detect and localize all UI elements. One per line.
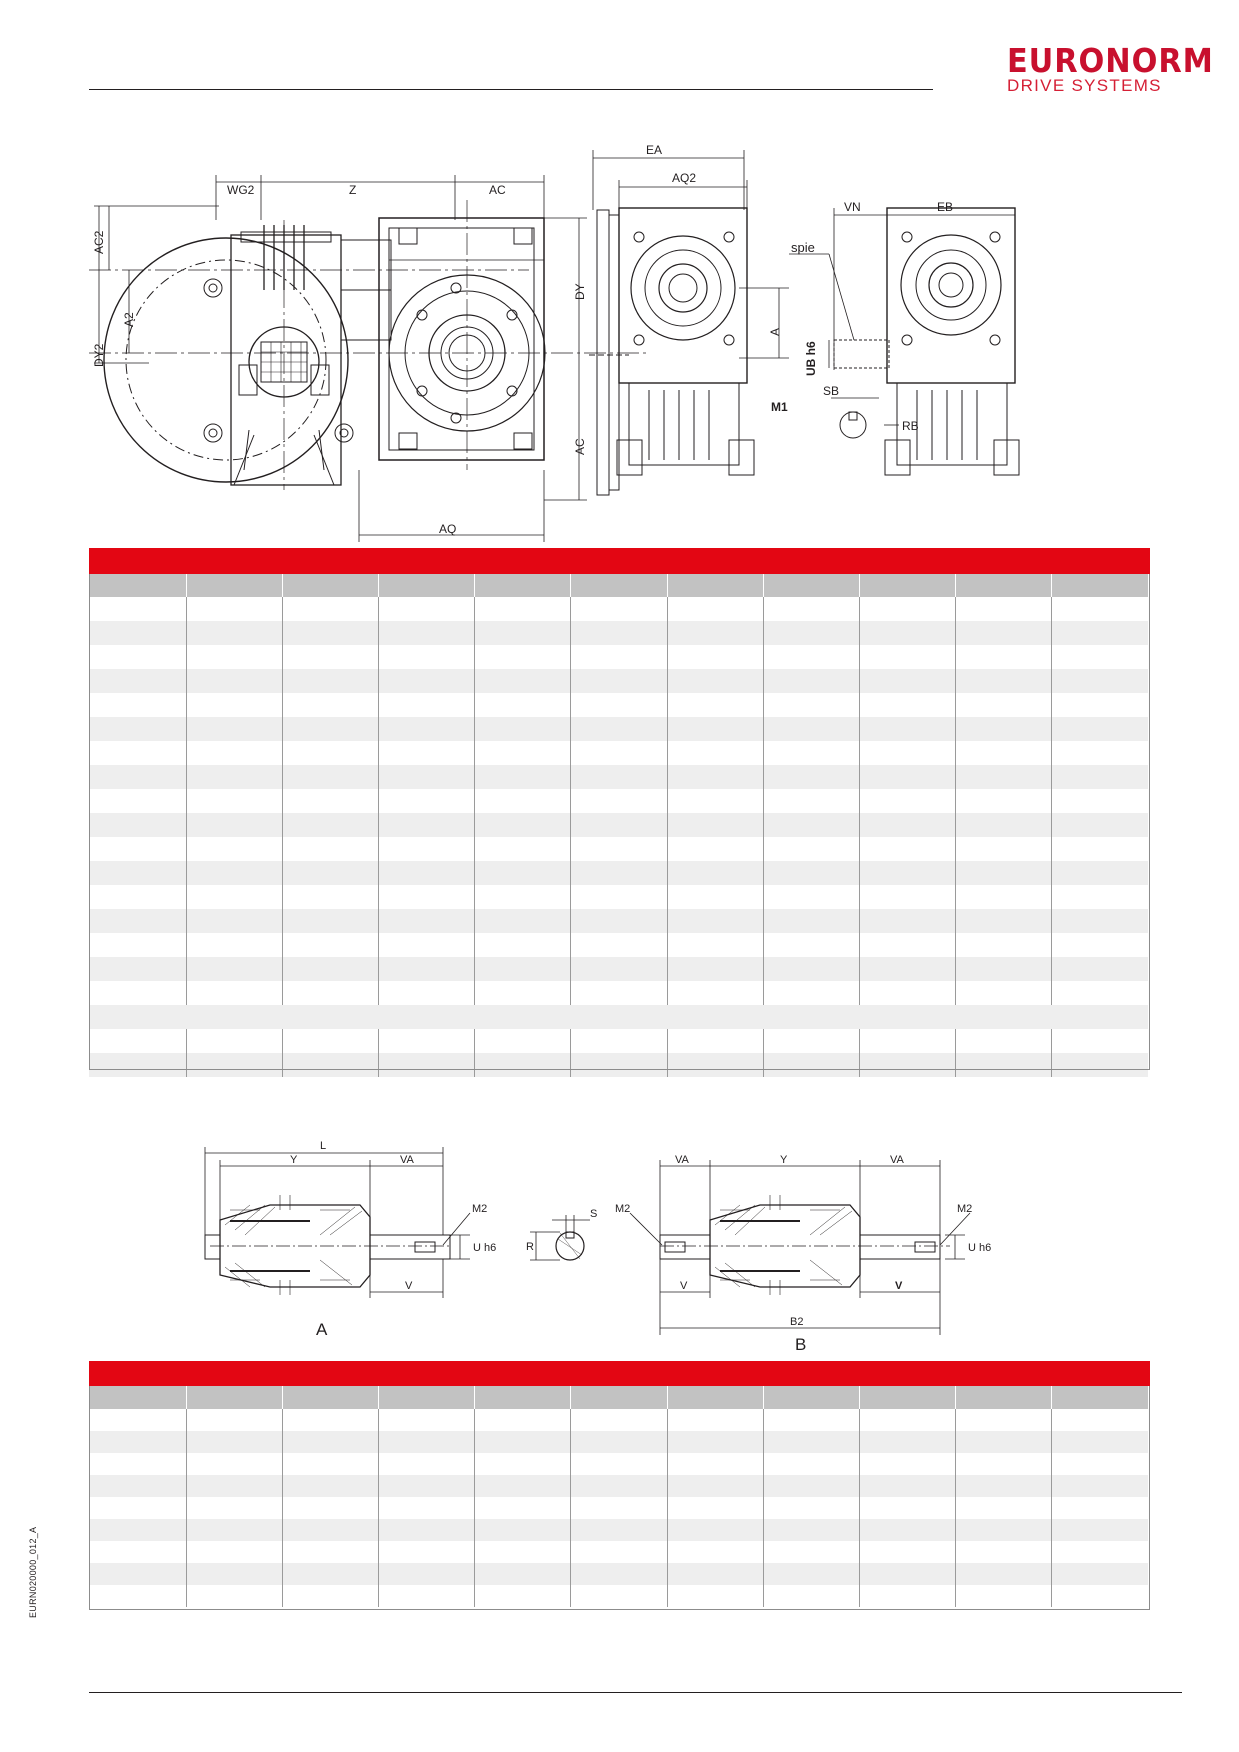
table1-title-bar	[89, 548, 1150, 574]
table-row	[89, 933, 1148, 957]
table-row	[89, 1585, 1148, 1607]
svg-text:spie: spie	[791, 240, 815, 255]
svg-text:V: V	[405, 1280, 413, 1292]
svg-text:R: R	[526, 1241, 534, 1253]
svg-text:VN: VN	[844, 200, 861, 214]
table1-header-row	[89, 574, 1148, 597]
svg-text:B2: B2	[790, 1316, 803, 1328]
table-row	[89, 861, 1148, 885]
gearbox-front-view	[378, 217, 546, 461]
table1-border	[89, 574, 1150, 1070]
table-row	[89, 1053, 1148, 1077]
table2-header-row	[89, 1386, 1148, 1409]
svg-text:Y: Y	[780, 1154, 788, 1166]
svg-text:A: A	[316, 1320, 328, 1339]
table-row	[89, 1563, 1148, 1585]
svg-text:M2: M2	[472, 1203, 487, 1215]
svg-text:M2: M2	[615, 1203, 630, 1215]
table-row	[89, 765, 1148, 789]
table-row	[89, 1519, 1148, 1541]
svg-text:U h6: U h6	[968, 1242, 991, 1254]
table-row	[89, 789, 1148, 813]
table2	[89, 1386, 1148, 1607]
table-row	[89, 621, 1148, 645]
svg-text:AC: AC	[573, 438, 587, 455]
table-row	[89, 1409, 1148, 1431]
table-row	[89, 1541, 1148, 1563]
svg-text:Y: Y	[290, 1154, 298, 1166]
svg-text:EB: EB	[937, 200, 953, 214]
table-row	[89, 981, 1148, 1005]
brand-logo: EURONORM DRIVE SYSTEMS	[1007, 41, 1214, 95]
gearbox-shaft-view	[833, 207, 1020, 476]
svg-text:A: A	[768, 328, 782, 336]
svg-text:VA: VA	[400, 1154, 415, 1166]
table-row-merged	[89, 1005, 1148, 1029]
svg-text:V: V	[680, 1280, 688, 1292]
table-row	[89, 909, 1148, 933]
shaft-dimension-drawing: L Y VA M2 U h6 V A S R V	[204, 1140, 991, 1350]
table-row	[89, 813, 1148, 837]
gearbox-dimension-drawing: WG2 Z AC AC2 A2 DY2 DY AC AQ EA AQ2 A M1	[89, 143, 1020, 542]
svg-text:DY: DY	[573, 283, 587, 300]
svg-text:WG2: WG2	[227, 183, 255, 197]
top-rule	[89, 89, 933, 90]
shaft-key-view	[555, 1231, 585, 1261]
table2-title-bar	[89, 1361, 1150, 1386]
svg-text:SB: SB	[823, 384, 839, 398]
svg-text:UB h6: UB h6	[804, 341, 818, 376]
svg-text:RB: RB	[902, 419, 919, 433]
table-row	[89, 1431, 1148, 1453]
flange-view	[103, 225, 392, 486]
svg-text:V: V	[895, 1280, 903, 1292]
table-row	[89, 1475, 1148, 1497]
svg-text:AQ2: AQ2	[672, 171, 696, 185]
table-row	[89, 669, 1148, 693]
svg-text:B: B	[795, 1335, 806, 1350]
brand-tagline: DRIVE SYSTEMS	[1007, 76, 1162, 95]
table1	[89, 574, 1148, 1077]
svg-text:AC2: AC2	[92, 230, 106, 254]
table-row	[89, 957, 1148, 981]
bottom-rule	[89, 1692, 1182, 1693]
table-row	[89, 1029, 1148, 1053]
table-row	[89, 693, 1148, 717]
svg-text:L: L	[320, 1140, 326, 1152]
svg-text:VA: VA	[675, 1154, 690, 1166]
table-row	[89, 837, 1148, 861]
svg-text:EA: EA	[646, 143, 662, 157]
table-row	[89, 885, 1148, 909]
svg-text:M2: M2	[957, 1203, 972, 1215]
svg-text:AC: AC	[489, 183, 506, 197]
table-row	[89, 1497, 1148, 1519]
shaft-view-b	[659, 1195, 950, 1295]
document-code: EURN020000_012_A	[28, 1526, 38, 1618]
svg-text:VA: VA	[890, 1154, 905, 1166]
table2-border	[89, 1386, 1150, 1610]
table-row	[89, 597, 1148, 621]
shaft-view-a	[204, 1195, 451, 1295]
svg-text:U h6: U h6	[473, 1242, 496, 1254]
svg-text:S: S	[590, 1208, 597, 1220]
svg-text:Z: Z	[349, 183, 356, 197]
brand-name: EURONORM	[1007, 41, 1214, 80]
svg-text:DY2: DY2	[92, 343, 106, 367]
table-row	[89, 717, 1148, 741]
gearbox-side-view	[589, 207, 755, 496]
svg-text:A2: A2	[122, 312, 136, 327]
table-row	[89, 1453, 1148, 1475]
table-row	[89, 741, 1148, 765]
table-row	[89, 645, 1148, 669]
svg-text:M1: M1	[771, 400, 788, 414]
svg-text:AQ: AQ	[439, 522, 456, 536]
